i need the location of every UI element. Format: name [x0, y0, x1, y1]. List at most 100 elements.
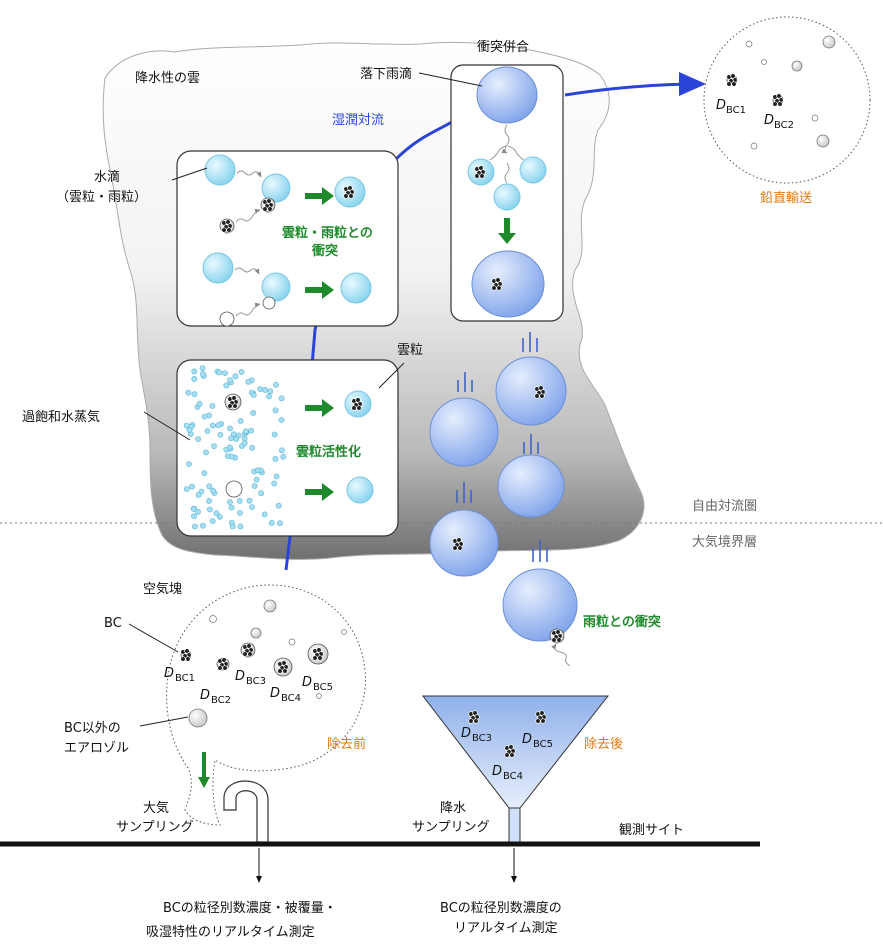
vapor-dot	[191, 523, 198, 530]
vapor-dot	[227, 425, 233, 432]
vapor-dot	[278, 447, 285, 454]
vapor-dot	[227, 377, 233, 383]
vapor-dot	[233, 436, 240, 442]
svg-text:D: D	[270, 686, 280, 701]
vapor-dot	[226, 499, 233, 505]
boundary-layer-label: 大気境界層	[692, 534, 757, 550]
before-removal-label: 除去前	[327, 736, 366, 752]
vapor-dot	[246, 497, 253, 504]
vapor-dot	[206, 497, 212, 504]
vapor-dot	[237, 510, 243, 516]
vapor-dot	[278, 395, 285, 402]
vapor-dot	[254, 467, 261, 474]
vapor-dot	[199, 371, 206, 377]
water-drop-label: 水滴	[94, 169, 120, 185]
vapor-dot	[191, 391, 198, 397]
vapor-dot	[195, 491, 202, 498]
vapor-dot	[200, 522, 206, 529]
vapor-dot	[228, 504, 235, 511]
vapor-dot	[249, 504, 255, 510]
svg-text:D: D	[235, 669, 245, 684]
vapor-label: 過飽和水蒸気	[22, 409, 100, 425]
convection-label: 湿潤対流	[332, 113, 384, 128]
svg-text:D: D	[461, 726, 471, 741]
activation-label: 雲粒活性化	[296, 444, 361, 460]
svg-text:BC4: BC4	[281, 693, 301, 704]
observation-site-label: 観測サイト	[619, 823, 684, 838]
collision-label-1: 雲粒・雨粒との	[282, 225, 373, 241]
svg-text:BC3: BC3	[472, 733, 492, 744]
air-mass-bubble	[166, 584, 366, 826]
vapor-dot	[250, 392, 257, 398]
svg-text:BC5: BC5	[313, 682, 333, 693]
vapor-dot	[190, 506, 197, 512]
air-sampling-inlet	[223, 780, 269, 843]
vapor-dot	[210, 487, 216, 494]
vapor-dot	[206, 483, 213, 490]
vapor-dot	[272, 455, 279, 462]
vapor-dot	[257, 386, 264, 392]
vapor-dot	[261, 511, 268, 518]
vapor-dot	[276, 520, 283, 527]
falling-raindrop-label: 落下雨滴	[360, 66, 412, 82]
raindrop-collision-label: 雨粒との衝突	[583, 614, 661, 630]
vapor-dot	[223, 446, 230, 453]
vapor-dot	[268, 520, 275, 526]
precip-sampling-label-1: 降水	[440, 801, 466, 816]
vapor-dot	[236, 497, 243, 504]
bc-label: BC	[104, 616, 122, 631]
falling-raindrops	[429, 332, 578, 667]
non-bc-label-1: BC以外の	[64, 721, 121, 736]
vapor-dot	[250, 409, 257, 416]
cloud-label: 降水性の雲	[135, 71, 200, 86]
vapor-dot	[189, 483, 195, 490]
vapor-dots	[183, 365, 287, 530]
air-sampling-label-2: サンプリング	[116, 820, 194, 835]
vapor-dot	[242, 428, 249, 435]
vapor-dot	[217, 431, 224, 438]
air-mass-label: 空気塊	[143, 581, 182, 597]
svg-text:BC2: BC2	[774, 120, 794, 131]
free-troposphere-label: 自由対流圏	[692, 499, 757, 514]
transported-air-circle	[703, 16, 871, 184]
vapor-dot	[241, 440, 248, 446]
vapor-dot	[186, 461, 192, 467]
vapor-dot	[191, 513, 197, 520]
convection-arrow	[564, 72, 706, 97]
svg-text:BC1: BC1	[175, 673, 195, 684]
coalescence-label: 衝突併合	[477, 39, 529, 55]
measure-air-label-1: BCの粒径別数濃度・被覆量・	[163, 900, 337, 916]
vapor-dot	[223, 382, 230, 389]
vapor-dot	[237, 523, 244, 530]
vapor-dot	[229, 523, 236, 530]
vapor-dot	[203, 449, 209, 456]
vapor-dot	[266, 393, 272, 400]
vapor-dot	[278, 417, 285, 423]
svg-text:D: D	[522, 732, 532, 747]
measure-precip-label-1: BCの粒径別数濃度の	[440, 900, 562, 916]
vapor-dot	[183, 486, 190, 492]
vapor-dot	[191, 368, 198, 375]
precip-sampling-label-2: サンプリング	[412, 820, 490, 835]
svg-text:D: D	[200, 688, 210, 703]
vapor-dot	[201, 413, 208, 420]
svg-text:BC3: BC3	[246, 676, 266, 687]
cloud-particle-label: 雲粒	[397, 343, 423, 358]
vapor-dot	[185, 389, 192, 396]
collision-label-2: 衝突	[311, 243, 338, 259]
vapor-dot	[199, 365, 206, 371]
vapor-dot	[273, 473, 280, 480]
svg-text:BC4: BC4	[503, 771, 523, 782]
vapor-dot	[245, 378, 252, 385]
vertical-transport-label: 鉛直輸送	[760, 191, 812, 206]
vapor-dot	[280, 453, 287, 460]
vapor-dot	[191, 375, 198, 382]
